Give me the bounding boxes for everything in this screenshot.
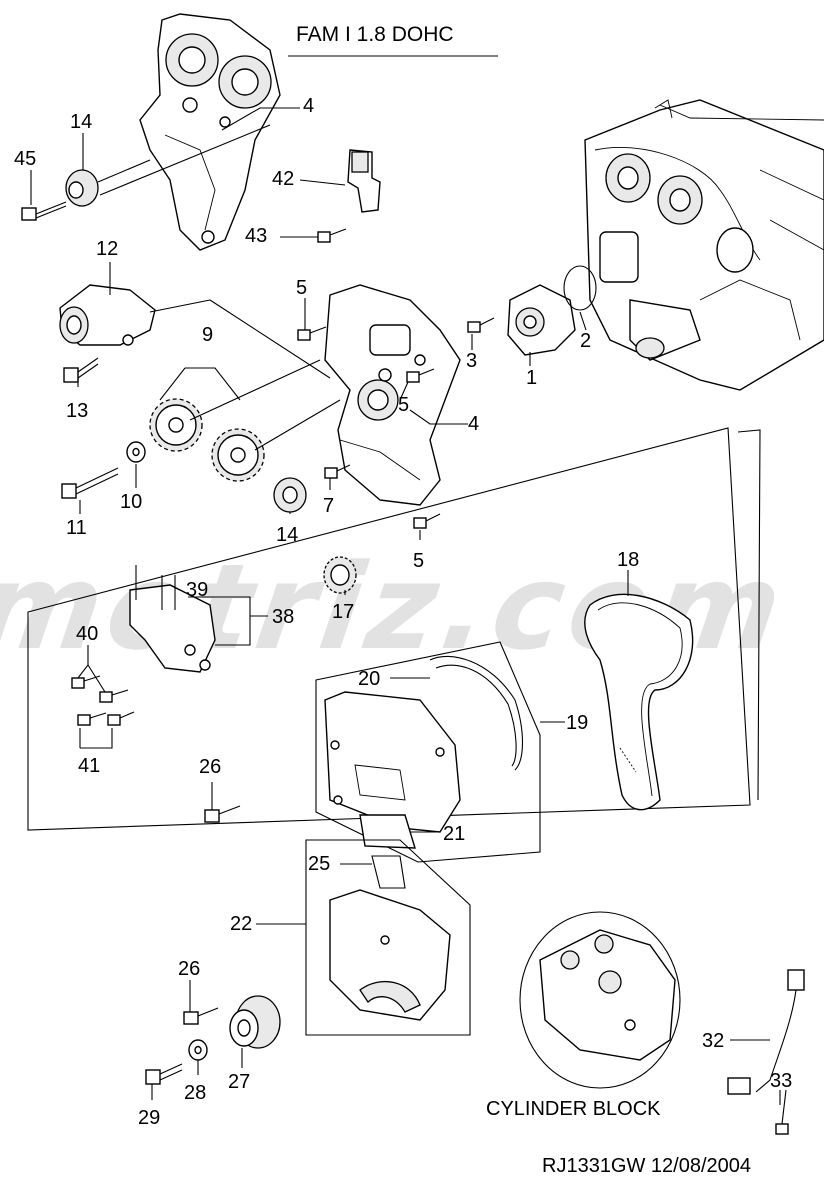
bolt-11 <box>61 467 119 499</box>
cylinder-block-detail <box>519 911 681 1089</box>
water-pump-1 <box>507 284 576 356</box>
bolt-43 <box>317 228 347 243</box>
callout-27: 27 <box>228 1071 250 1093</box>
bolt-33 <box>775 1089 789 1135</box>
callout-38: 38 <box>272 606 294 628</box>
camshaft-gear-intake <box>149 398 203 452</box>
washer-10 <box>126 441 146 463</box>
engine-mount-38 <box>129 565 216 673</box>
washer-28 <box>188 1039 208 1061</box>
crank-position-sensor-32 <box>727 969 805 1095</box>
bolt-26-lower <box>183 1007 219 1025</box>
callout-11: 11 <box>66 517 87 539</box>
bolts-41 <box>77 711 135 726</box>
frame-22 <box>305 839 471 1036</box>
rear-timing-cover-lower <box>324 284 461 506</box>
callout-17: 17 <box>332 601 354 623</box>
callout-2: 2 <box>580 330 591 352</box>
callout-32: 32 <box>702 1030 724 1052</box>
gasket-20 <box>429 655 523 771</box>
bolt-29 <box>145 1063 183 1085</box>
leader-lines <box>30 107 781 1105</box>
tensioner-12 <box>59 284 331 379</box>
bolt-5-upper <box>297 326 327 341</box>
callout-13: 13 <box>66 400 88 422</box>
bolt-5-middle <box>406 368 435 383</box>
crank-pulley-27 <box>229 995 281 1049</box>
bolts-40 <box>71 675 129 703</box>
diagram-title: FAM I 1.8 DOHC <box>296 23 454 46</box>
idler-pulley-14-upper <box>65 124 271 207</box>
callout-3: 3 <box>466 350 477 372</box>
callout-9: 9 <box>202 324 213 346</box>
leader <box>189 359 321 421</box>
callout-14-upper: 14 <box>70 111 92 133</box>
callout-22: 22 <box>230 913 252 935</box>
timing-belt-18 <box>584 593 694 811</box>
callout-43: 43 <box>245 225 267 247</box>
engine-head-assembly <box>584 99 824 391</box>
bolt-45 <box>21 201 67 221</box>
lower-front-cover-22 <box>329 889 451 1021</box>
callout-14-lower: 14 <box>276 524 298 546</box>
bolt-3 <box>467 317 495 333</box>
bolt-26-upper <box>204 805 241 823</box>
gasket-21 <box>359 814 416 849</box>
frame-large <box>27 427 751 831</box>
gasket-25 <box>371 855 406 889</box>
callout-20: 20 <box>358 668 380 690</box>
callout-12: 12 <box>96 238 118 260</box>
callout-5-upper: 5 <box>296 277 307 299</box>
cylinder-block-caption: CYLINDER BLOCK <box>486 1098 661 1120</box>
callout-29: 29 <box>138 1107 160 1129</box>
callout-7: 7 <box>323 495 334 517</box>
callout-10: 10 <box>120 491 142 513</box>
bolt-13 <box>63 357 99 383</box>
callout-28: 28 <box>184 1082 206 1104</box>
o-ring-2 <box>563 265 597 311</box>
crank-sprocket-17 <box>323 556 357 594</box>
bolt-5-lower <box>413 513 441 529</box>
sensor-42 <box>347 149 381 213</box>
frame-19 <box>315 641 541 863</box>
callout-21: 21 <box>443 823 465 845</box>
callout-18: 18 <box>617 549 639 571</box>
callout-25: 25 <box>308 853 330 875</box>
callout-19: 19 <box>566 712 588 734</box>
rear-timing-cover-upper <box>139 13 281 251</box>
callout-4-upper: 4 <box>303 95 314 117</box>
callout-4-lower: 4 <box>468 413 479 435</box>
callout-39: 39 <box>186 579 208 601</box>
callout-41: 41 <box>78 755 100 777</box>
callout-5-lower: 5 <box>413 550 424 572</box>
leader <box>254 399 341 451</box>
idler-pulley-14-lower <box>273 477 307 513</box>
callout-45: 45 <box>14 148 36 170</box>
bolt-7 <box>324 464 351 479</box>
callout-1: 1 <box>526 367 537 389</box>
frame-inner-line <box>737 429 761 801</box>
camshaft-gear-exhaust <box>211 428 265 482</box>
upper-front-cover-19 <box>324 691 461 833</box>
callout-5-middle: 5 <box>398 394 409 416</box>
callout-26-lower: 26 <box>178 958 200 980</box>
callout-33: 33 <box>770 1070 792 1092</box>
callout-42: 42 <box>272 168 294 190</box>
drawing-code-date: RJ1331GW 12/08/2004 <box>542 1155 751 1177</box>
callout-labels: 4 14 45 42 43 12 5 2 9 3 1 5 13 4 10 7 1… <box>14 95 792 1129</box>
callout-26-upper: 26 <box>199 756 221 778</box>
callout-40: 40 <box>76 623 98 645</box>
